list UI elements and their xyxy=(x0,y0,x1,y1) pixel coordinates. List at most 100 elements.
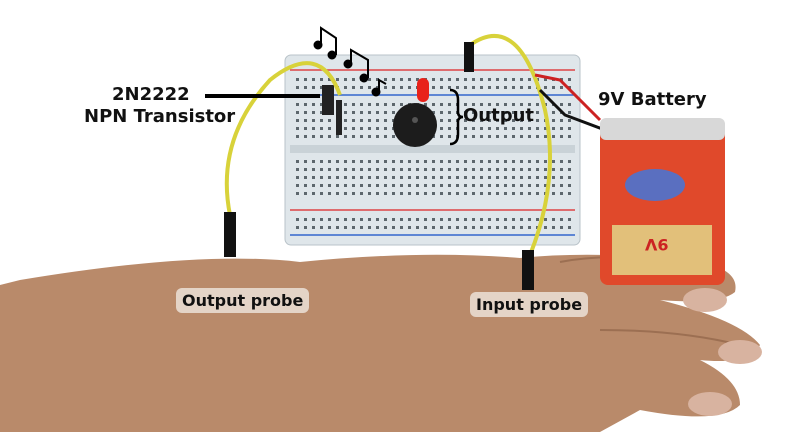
breadboard-hole xyxy=(472,176,475,179)
breadboard-hole xyxy=(480,119,483,122)
breadboard-hole xyxy=(368,176,371,179)
breadboard-hole xyxy=(464,218,467,221)
breadboard-hole xyxy=(432,111,435,114)
breadboard-hole xyxy=(464,127,467,130)
breadboard-hole xyxy=(312,218,315,221)
breadboard-hole xyxy=(432,160,435,163)
breadboard-hole xyxy=(432,103,435,106)
breadboard-hole xyxy=(520,168,523,171)
breadboard-hole xyxy=(320,135,323,138)
breadboard-hole xyxy=(456,78,459,81)
breadboard-hole xyxy=(520,218,523,221)
breadboard-hole xyxy=(360,176,363,179)
breadboard-hole xyxy=(368,168,371,171)
breadboard-hole xyxy=(392,168,395,171)
breadboard-hole xyxy=(568,176,571,179)
breadboard-hole xyxy=(424,160,427,163)
breadboard-hole xyxy=(552,111,555,114)
breadboard-hole xyxy=(552,127,555,130)
breadboard-hole xyxy=(376,176,379,179)
breadboard-hole xyxy=(504,160,507,163)
breadboard-hole xyxy=(384,86,387,89)
breadboard-hole xyxy=(552,176,555,179)
breadboard-hole xyxy=(392,103,395,106)
breadboard-hole xyxy=(568,226,571,229)
breadboard-hole xyxy=(472,168,475,171)
breadboard-hole xyxy=(472,111,475,114)
breadboard-hole xyxy=(496,168,499,171)
breadboard-hole xyxy=(536,218,539,221)
breadboard-hole xyxy=(408,160,411,163)
breadboard-hole xyxy=(568,135,571,138)
breadboard-hole xyxy=(312,127,315,130)
breadboard-hole xyxy=(320,103,323,106)
breadboard-hole xyxy=(544,135,547,138)
breadboard-hole xyxy=(496,86,499,89)
breadboard-hole xyxy=(504,226,507,229)
breadboard-hole xyxy=(552,218,555,221)
breadboard-hole xyxy=(456,192,459,195)
breadboard-hole xyxy=(344,160,347,163)
breadboard-hole xyxy=(496,184,499,187)
breadboard-hole xyxy=(520,103,523,106)
transistor-type-label: NPN Transistor xyxy=(84,106,236,127)
breadboard-hole xyxy=(528,192,531,195)
breadboard-hole xyxy=(392,86,395,89)
breadboard-hole xyxy=(392,218,395,221)
breadboard-hole xyxy=(384,127,387,130)
breadboard-hole xyxy=(544,176,547,179)
breadboard-hole xyxy=(560,218,563,221)
breadboard-hole xyxy=(368,119,371,122)
breadboard-hole xyxy=(488,86,491,89)
breadboard-hole xyxy=(400,184,403,187)
breadboard-hole xyxy=(424,176,427,179)
breadboard-hole xyxy=(400,160,403,163)
breadboard-hole xyxy=(344,226,347,229)
breadboard-hole xyxy=(504,103,507,106)
breadboard-hole xyxy=(320,127,323,130)
breadboard-hole xyxy=(440,218,443,221)
breadboard-hole xyxy=(320,218,323,221)
breadboard-hole xyxy=(480,218,483,221)
breadboard-hole xyxy=(344,176,347,179)
breadboard-hole xyxy=(296,86,299,89)
breadboard-hole xyxy=(432,86,435,89)
breadboard-hole xyxy=(384,184,387,187)
breadboard-hole xyxy=(512,192,515,195)
breadboard-hole xyxy=(528,176,531,179)
breadboard-hole xyxy=(312,135,315,138)
breadboard-hole xyxy=(448,192,451,195)
breadboard-hole xyxy=(440,111,443,114)
breadboard-hole xyxy=(312,111,315,114)
breadboard-hole xyxy=(528,127,531,130)
breadboard-hole xyxy=(464,226,467,229)
breadboard-hole xyxy=(448,119,451,122)
breadboard-hole xyxy=(416,226,419,229)
breadboard-hole xyxy=(344,135,347,138)
breadboard-hole xyxy=(328,135,331,138)
breadboard-hole xyxy=(480,168,483,171)
breadboard-hole xyxy=(360,192,363,195)
breadboard-hole xyxy=(472,127,475,130)
breadboard-hole xyxy=(296,192,299,195)
breadboard-hole xyxy=(504,111,507,114)
breadboard-hole xyxy=(376,218,379,221)
breadboard-hole xyxy=(560,103,563,106)
breadboard-hole xyxy=(488,135,491,138)
breadboard-hole xyxy=(432,192,435,195)
breadboard-hole xyxy=(512,160,515,163)
breadboard-hole xyxy=(464,135,467,138)
breadboard-hole xyxy=(304,226,307,229)
breadboard-hole xyxy=(376,78,379,81)
breadboard-hole xyxy=(352,111,355,114)
breadboard-hole xyxy=(536,176,539,179)
breadboard-hole xyxy=(408,78,411,81)
breadboard-hole xyxy=(496,119,499,122)
breadboard-hole xyxy=(568,192,571,195)
breadboard-hole xyxy=(400,103,403,106)
breadboard-hole xyxy=(528,135,531,138)
breadboard-hole xyxy=(488,160,491,163)
breadboard-hole xyxy=(504,119,507,122)
breadboard-hole xyxy=(464,168,467,171)
